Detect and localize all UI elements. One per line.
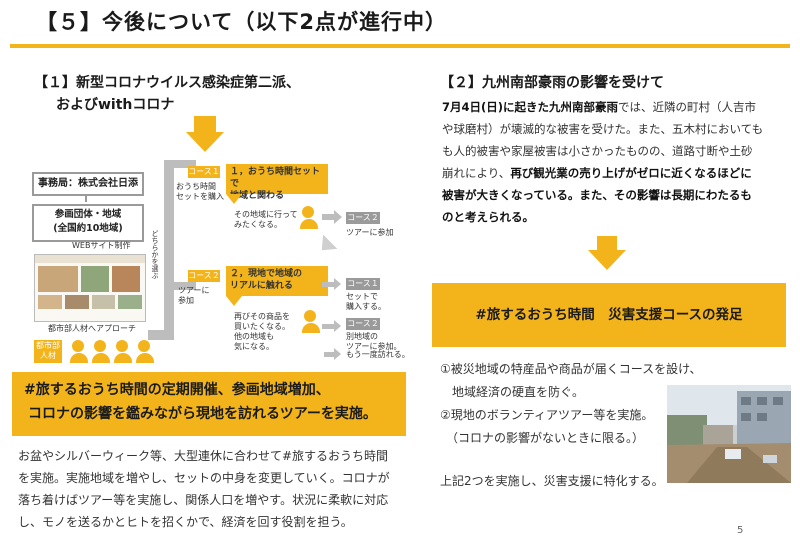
paragraph-text: 崩れにより、 xyxy=(442,166,511,180)
course1-tag: コース１ xyxy=(188,166,220,178)
right-arrow-icon xyxy=(334,278,341,290)
course2-tag: コース２ xyxy=(346,212,380,224)
branch-bar xyxy=(164,160,174,340)
person-icon xyxy=(136,340,154,363)
paragraph-text: では、近隣の町村（人吉市 xyxy=(618,100,757,114)
left-body-line: を実施。実施地域を増やし、セットの中身を変更していく。コロナが xyxy=(18,471,390,485)
right-arrow-shaft xyxy=(322,214,336,220)
right-items: ①被災地域の特産品や商品が届くコースを設け、 地域経済の硬直を防ぐ。 ②現地のボ… xyxy=(440,358,702,450)
strong-text: 7月4日(日)に起きた九州南部豪雨 xyxy=(442,100,619,114)
branch-mid xyxy=(174,282,196,290)
city-people-tag: 都市部 人材 xyxy=(34,340,62,363)
person-icon xyxy=(114,340,132,363)
down-arrow-icon xyxy=(226,194,242,204)
page-number: 5 xyxy=(737,525,744,536)
right-arrow-icon xyxy=(334,348,341,360)
groups-line1: 参画団体・地域 xyxy=(54,209,122,220)
item-line: ①被災地域の特産品や商品が届くコースを設け、 xyxy=(440,362,702,376)
paragraph-line: や球磨村）が壊滅的な被害を受けた。また、五木村においても xyxy=(442,122,764,136)
step2-box: ２，現地で地域の リアルに触れる xyxy=(226,266,328,296)
right-summary: 上記2つを実施し、災害支援に特化する。 xyxy=(440,474,664,488)
left-body-line: お盆やシルバーウィーク等、大型連休に合わせて#旅するおうち時間 xyxy=(18,449,389,463)
right-arrow-shaft xyxy=(322,324,336,329)
right-banner: #旅するおうち時間 災害支援コースの発足 xyxy=(432,283,786,347)
right-arrow-icon xyxy=(334,210,342,224)
office-box: 事務局：株式会社日添 xyxy=(32,172,144,196)
down-arrow-shaft xyxy=(597,236,617,250)
course2-join: ツアーに参加 xyxy=(346,228,394,237)
diagonal-arrow-icon xyxy=(314,234,338,258)
choose-label: どちらかを選ぶ xyxy=(151,230,159,279)
right-arrow-shaft xyxy=(324,352,336,357)
right-arrow-shaft xyxy=(322,282,336,287)
item-line: （コロナの影響がないときに限る。） xyxy=(440,431,645,445)
item-line: ②現地のボランティアツアー等を実施。 xyxy=(440,408,654,422)
strong-text: 再び観光業の売り上げがゼロに近くなるほどに xyxy=(510,166,752,180)
paragraph-line: も人的被害や家屋被害は小さかったものの、道路寸断や土砂 xyxy=(442,144,753,158)
c2-text: 別地域の ツアーに参加。 xyxy=(346,332,402,351)
step1-sub: その地域に行って みたくなる。 xyxy=(234,210,298,229)
groups-line2: (全国約10地域) xyxy=(53,223,123,234)
page-title: 【５】今後について（以下2点が進行中） xyxy=(36,10,447,34)
person-icon xyxy=(92,340,110,363)
branch-top xyxy=(174,160,196,168)
left-banner-line2: コロナの影響を鑑みながら現地を訪れるツアーを実施。 xyxy=(28,406,377,422)
c1-tag: コース１ xyxy=(346,278,380,290)
connector xyxy=(85,194,87,202)
left-banner: #旅するおうち時間の定期開催、参画地域増加、 コロナの影響を鑑みながら現地を訪れ… xyxy=(12,372,406,436)
course1-note: おうち時間 セットを購入 xyxy=(176,182,224,201)
title-underline xyxy=(10,44,790,48)
left-heading-line1: 【１】新型コロナウイルス感染症第二派、 xyxy=(34,75,300,91)
item-line: 地域経済の硬直を防ぐ。 xyxy=(440,385,585,399)
right-arrow-icon xyxy=(334,320,341,332)
left-banner-line1: #旅するおうち時間の定期開催、参画地域増加、 xyxy=(24,382,330,398)
again-text: もう一度訪れる。 xyxy=(346,350,410,359)
groups-box: 参画団体・地域 (全国約10地域) xyxy=(32,204,144,242)
down-arrow-icon xyxy=(186,132,224,152)
branch-connector xyxy=(148,330,164,340)
c1-text: セットで 購入する。 xyxy=(346,292,386,311)
left-body-line: し、モノを送るかとヒトを招くかで、経済を回す役割を担う。 xyxy=(18,515,353,529)
c2-tag: コース２ xyxy=(346,318,380,330)
approach-label: 都市部人材へアプローチ xyxy=(48,324,136,333)
right-paragraph: 7月4日(日)に起きた九州南部豪雨では、近隣の町村（人吉市 や球磨村）が壊滅的な… xyxy=(442,96,782,228)
disaster-photo xyxy=(667,385,791,483)
person-icon xyxy=(302,310,320,333)
course2-tag-b: コース２ xyxy=(188,270,220,282)
left-body: お盆やシルバーウィーク等、大型連休に合わせて#旅するおうち時間 を実施。実施地域… xyxy=(18,445,410,533)
right-heading: 【２】九州南部豪雨の影響を受けて xyxy=(440,75,664,91)
course2-note-b: ツアーに 参加 xyxy=(178,286,210,305)
step1-box: １，おうち時間セットで 地域と関わる xyxy=(226,164,328,201)
down-arrow-icon xyxy=(226,296,242,306)
down-arrow-shaft xyxy=(194,116,216,132)
strong-text: 被害が大きくなっている。また、その影響は長期にわたるも xyxy=(442,188,752,202)
left-body-line: 落ち着けばツアー等を実施し、関係人口を増やす。状況に柔軟に対応 xyxy=(18,493,389,507)
web-label: WEBサイト制作 xyxy=(72,241,131,250)
left-heading-line2: およびwithコロナ xyxy=(56,97,175,113)
strong-text: のと考えられる。 xyxy=(442,210,534,224)
person-icon xyxy=(70,340,88,363)
down-arrow-icon xyxy=(588,250,626,270)
website-thumbnail xyxy=(34,254,146,322)
disaster-photo-image xyxy=(667,385,791,483)
person-icon xyxy=(300,206,318,229)
step2-sub: 再びその商品を 買いたくなる。 他の地域も 気になる。 xyxy=(234,312,290,351)
